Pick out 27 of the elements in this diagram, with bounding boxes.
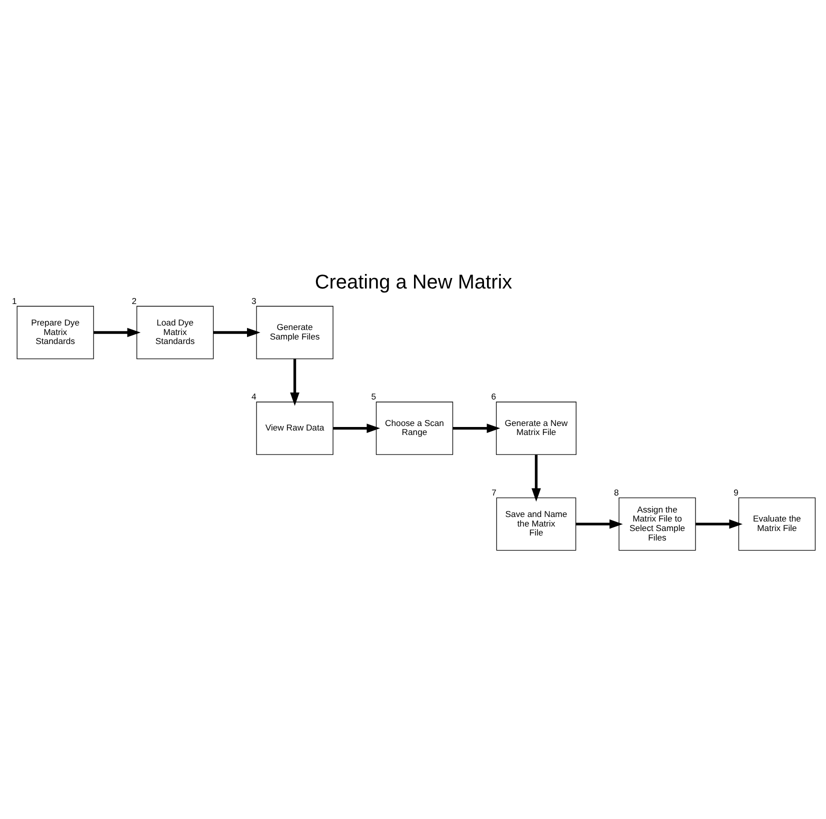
arrow [452, 423, 500, 432]
arrow [290, 358, 299, 406]
node-label: 9 [733, 486, 738, 497]
arrow [531, 454, 540, 502]
node-box: Assign the Matrix File to Select Sample Files [618, 496, 696, 550]
node-label: 2 [131, 295, 136, 306]
arrow [93, 327, 140, 337]
node-box: Save and Name the Matrix File [496, 496, 576, 550]
node-label: 1 [12, 295, 16, 306]
node-box: Generate Sample Files [256, 305, 333, 359]
node-label: 8 [613, 486, 618, 497]
arrow [695, 518, 742, 528]
diagram-title: Creating a New Matrix [314, 270, 512, 293]
arrow [575, 518, 622, 528]
node-label: 4 [250, 391, 256, 402]
node-label: 6 [490, 391, 496, 402]
node-box: View Raw Data [256, 401, 333, 454]
node-box: Choose a Scan Range [375, 401, 453, 454]
node-label: 7 [491, 486, 496, 497]
arrow [212, 327, 260, 337]
node-box: Prepare Dye Matrix Standards [16, 305, 94, 359]
arrow [332, 423, 380, 432]
node-box: Evaluate the Matrix File [738, 496, 816, 550]
node-box: Generate a New Matrix File [495, 401, 576, 454]
node-label: 3 [250, 295, 256, 306]
node-label: 5 [370, 391, 376, 402]
node-box: Load Dye Matrix Standards [136, 305, 214, 359]
